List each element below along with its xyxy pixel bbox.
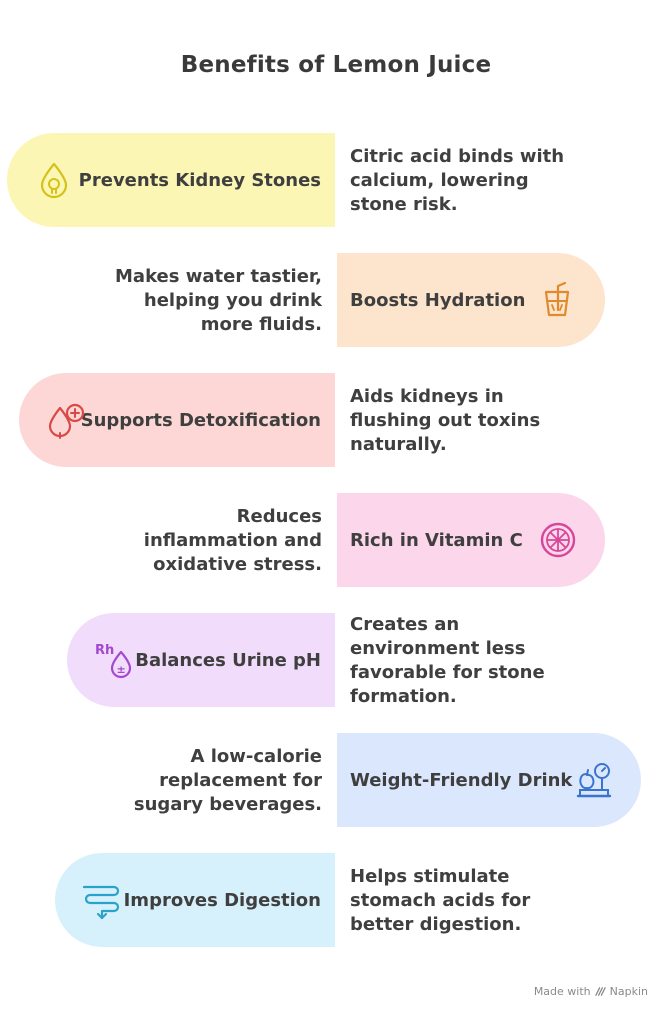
description-line: Reduces <box>236 506 322 527</box>
description-line: Helps stimulate <box>350 866 510 887</box>
benefit-label: Supports Detoxification <box>80 409 321 431</box>
benefit-description: Reduces inflammation and oxidative stres… <box>144 505 322 577</box>
benefit-description: Helps stimulate stomach acids for better… <box>350 865 530 937</box>
glass-with-straw-icon <box>544 281 570 317</box>
description-line: Citric acid binds with <box>350 146 565 167</box>
description-line: stone risk. <box>350 194 458 215</box>
description-line: Makes water tastier, <box>115 266 322 287</box>
watermark-prefix: Made with <box>533 985 591 998</box>
description-line: environment less <box>350 638 526 659</box>
description-line: helping you drink <box>143 290 322 311</box>
benefit-pill-digestion: Improves Digestion <box>55 853 335 947</box>
citrus-slice-icon <box>540 522 576 558</box>
benefit-label: Boosts Hydration <box>350 289 526 311</box>
description-line: inflammation and <box>143 530 322 551</box>
digestion-flow-icon <box>82 885 120 920</box>
description-line: oxidative stress. <box>153 554 322 575</box>
description-line: flushing out toxins <box>350 410 541 431</box>
benefit-pill-weight-friendly: Weight-Friendly Drink <box>337 733 641 827</box>
scale-apple-icon <box>576 763 612 798</box>
description-line: favorable for stone <box>350 662 545 683</box>
ph-drop-icon: Rh ± <box>95 643 132 679</box>
benefit-description: A low-calorie replacement for sugary bev… <box>134 745 322 817</box>
benefit-label: Rich in Vitamin C <box>350 529 523 551</box>
kidney-drop-icon <box>40 162 68 199</box>
benefit-label: Balances Urine pH <box>135 649 321 671</box>
description-line: sugary beverages. <box>133 794 322 815</box>
benefit-pill-hydration: Boosts Hydration <box>337 253 605 347</box>
description-line: A low-calorie <box>190 746 322 767</box>
benefit-label: Prevents Kidney Stones <box>78 169 321 191</box>
benefit-description: Creates an environment less favorable fo… <box>350 613 545 709</box>
description-line: formation. <box>350 686 457 707</box>
description-line: naturally. <box>350 434 447 455</box>
napkin-logo-icon <box>594 987 606 996</box>
benefit-pill-kidney-stones: Prevents Kidney Stones <box>7 133 335 227</box>
description-line: more fluids. <box>200 314 322 335</box>
page-title: Benefits of Lemon Juice <box>180 52 492 78</box>
benefit-description: Aids kidneys in flushing out toxins natu… <box>350 385 540 457</box>
benefit-pill-urine-ph: Balances Urine pH <box>67 613 335 707</box>
watermark-brand: Napkin <box>609 985 648 998</box>
description-line: Aids kidneys in <box>350 386 504 407</box>
benefit-description: Makes water tastier, helping you drink m… <box>115 265 322 337</box>
svg-text:±: ± <box>117 663 126 676</box>
description-line: calcium, lowering <box>350 170 529 191</box>
benefit-label: Improves Digestion <box>123 889 321 911</box>
benefit-description: Citric acid binds with calcium, lowering… <box>350 145 564 217</box>
description-line: better digestion. <box>350 914 522 935</box>
napkin-watermark[interactable]: Made with Napkin <box>534 985 648 998</box>
description-line: Creates an <box>350 614 460 635</box>
svg-text:Rh: Rh <box>95 643 114 658</box>
benefit-label: Weight-Friendly Drink <box>350 769 573 791</box>
description-line: replacement for <box>159 770 322 791</box>
description-line: stomach acids for <box>350 890 531 911</box>
detox-drops-icon <box>48 403 85 439</box>
